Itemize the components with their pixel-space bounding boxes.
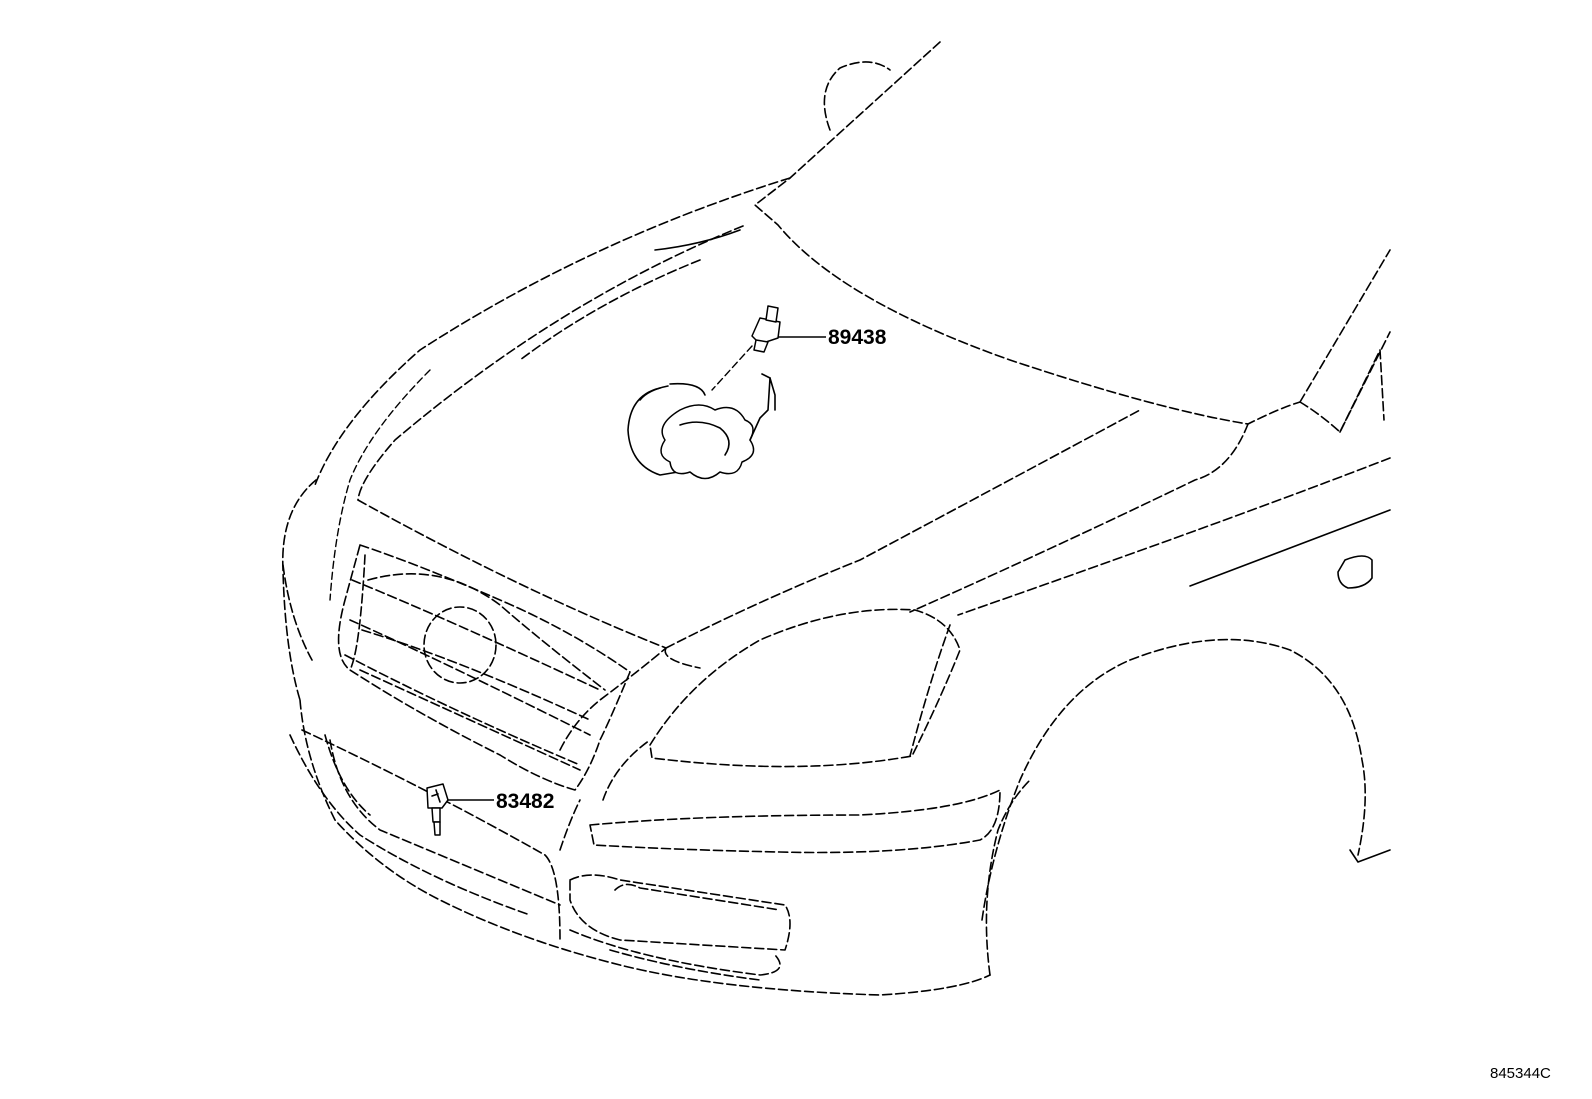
car-outline [281,41,1391,996]
sensor-89438: 89438 [751,305,887,353]
callout-83482: 83482 [496,790,554,813]
illustration-code: 845344C [1490,1065,1551,1082]
callout-89438: 89438 [828,326,887,349]
horn-assembly [627,345,776,480]
sensor-83482: 83482 [426,783,554,836]
